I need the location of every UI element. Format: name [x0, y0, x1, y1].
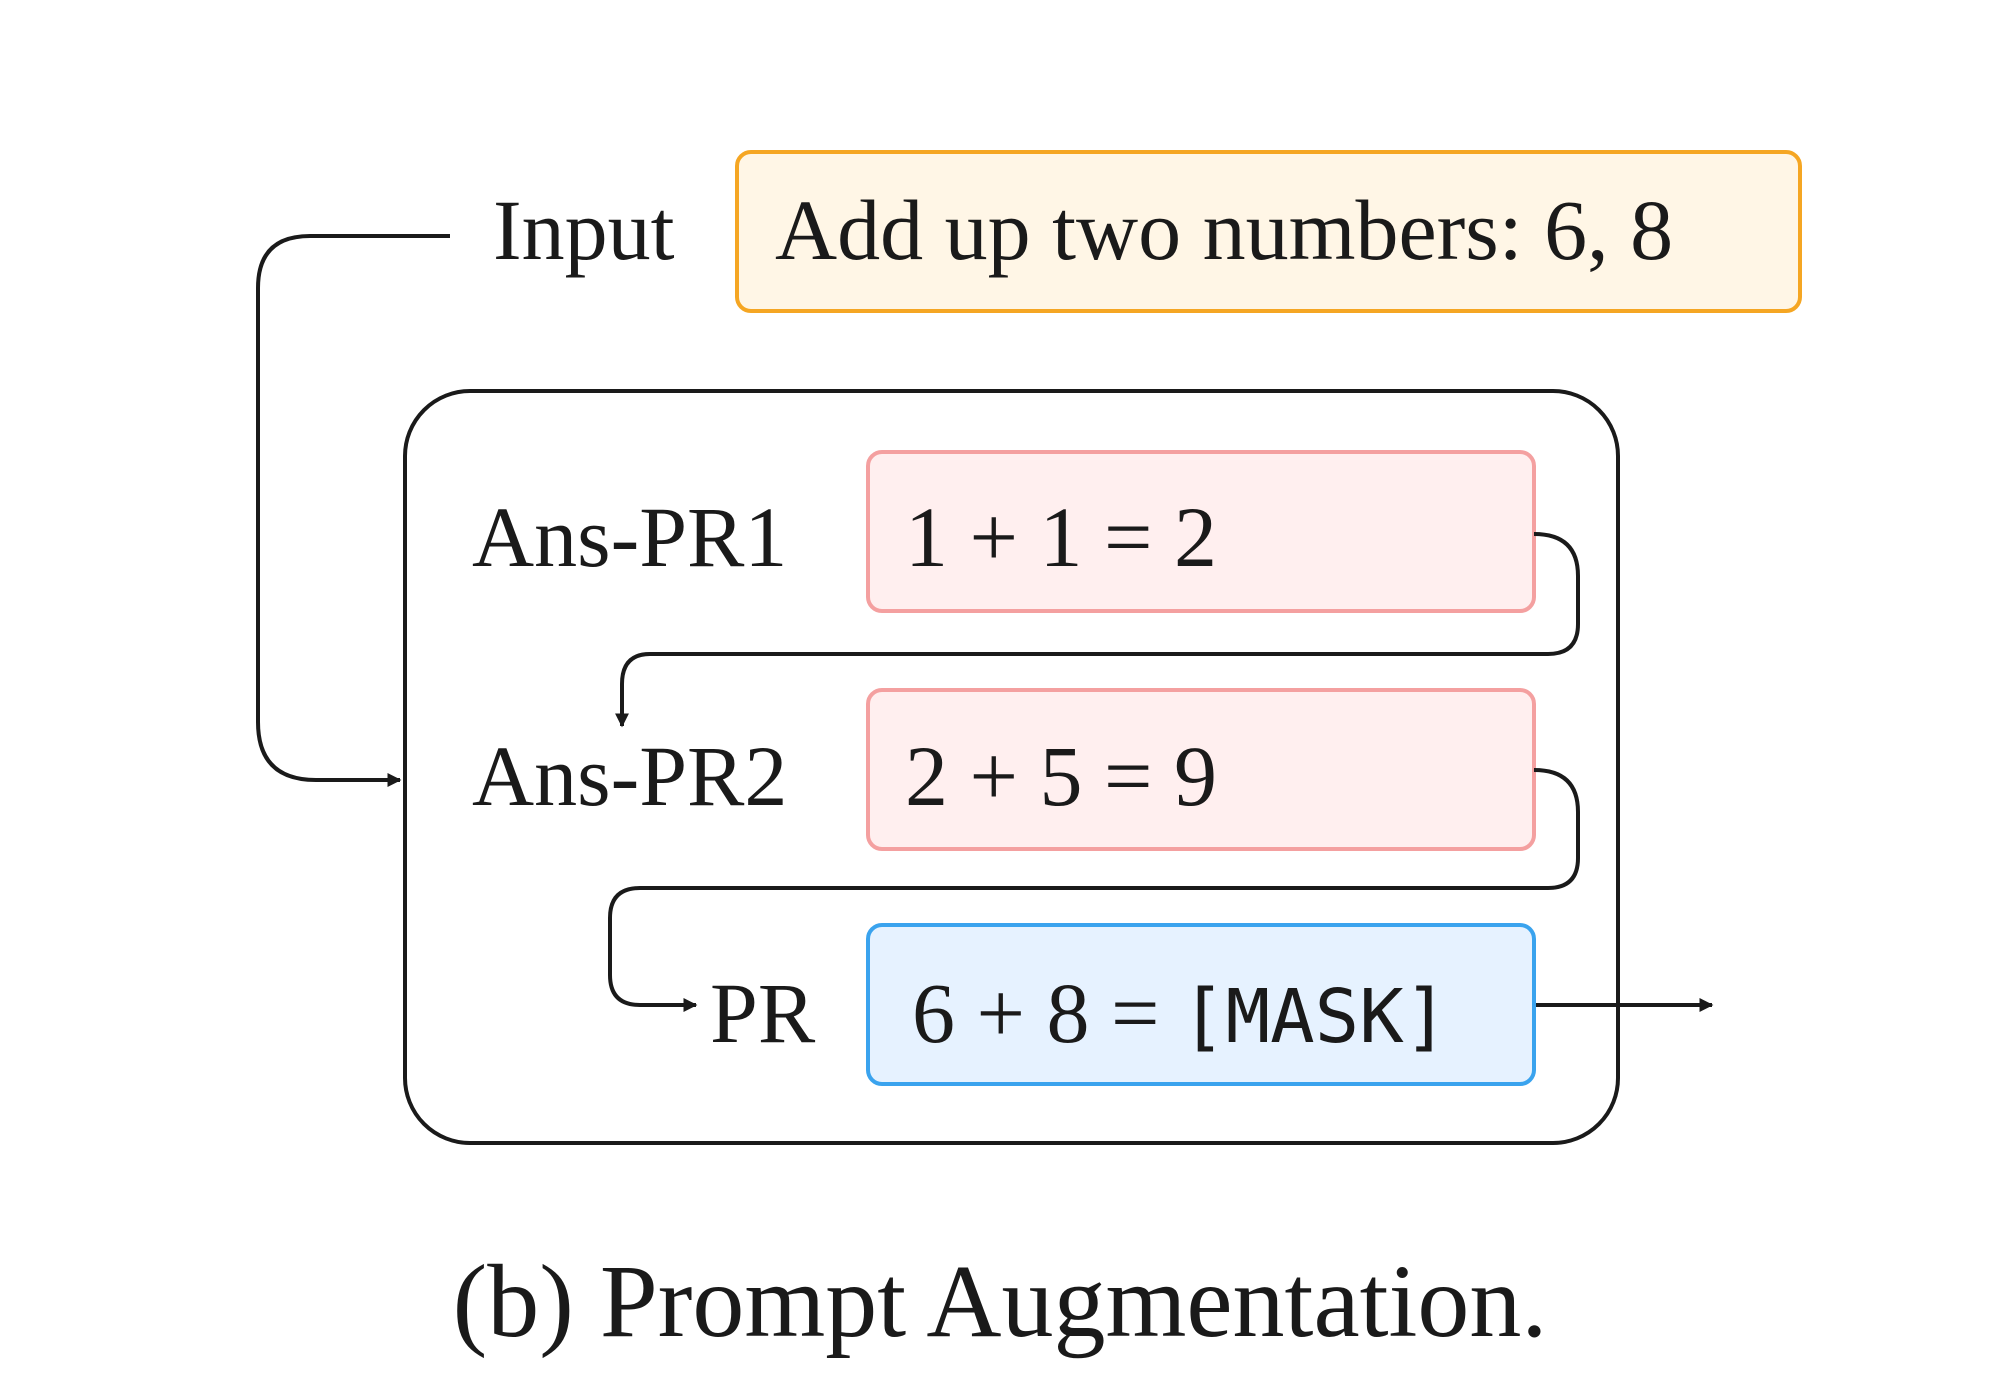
mask-token: [MASK] — [1181, 974, 1448, 1060]
input-text: Add up two numbers: 6, 8 — [775, 182, 1673, 278]
input-connector-arrow — [256, 234, 450, 787]
ans-pr1-label: Ans-PR1 — [472, 489, 787, 585]
figure-caption: (b) Prompt Augmentation. — [453, 1244, 1548, 1359]
ans-pr1-box — [866, 450, 1536, 613]
pr-expr: 6 + 8 = [MASK] — [912, 965, 1448, 1061]
pr-box — [866, 923, 1536, 1086]
pr-expr-prefix: 6 + 8 = — [912, 965, 1181, 1061]
pr2-to-pr-arrow — [608, 768, 1580, 1012]
pr-label: PR — [710, 965, 816, 1061]
pr1-to-pr2-arrow — [615, 532, 1580, 728]
prompt-container — [403, 389, 1620, 1145]
ans-pr2-label: Ans-PR2 — [472, 728, 787, 824]
input-box — [735, 150, 1802, 313]
ans-pr1-expr: 1 + 1 = 2 — [905, 489, 1217, 585]
ans-pr2-expr: 2 + 5 = 9 — [905, 728, 1217, 824]
input-label: Input — [493, 182, 675, 278]
